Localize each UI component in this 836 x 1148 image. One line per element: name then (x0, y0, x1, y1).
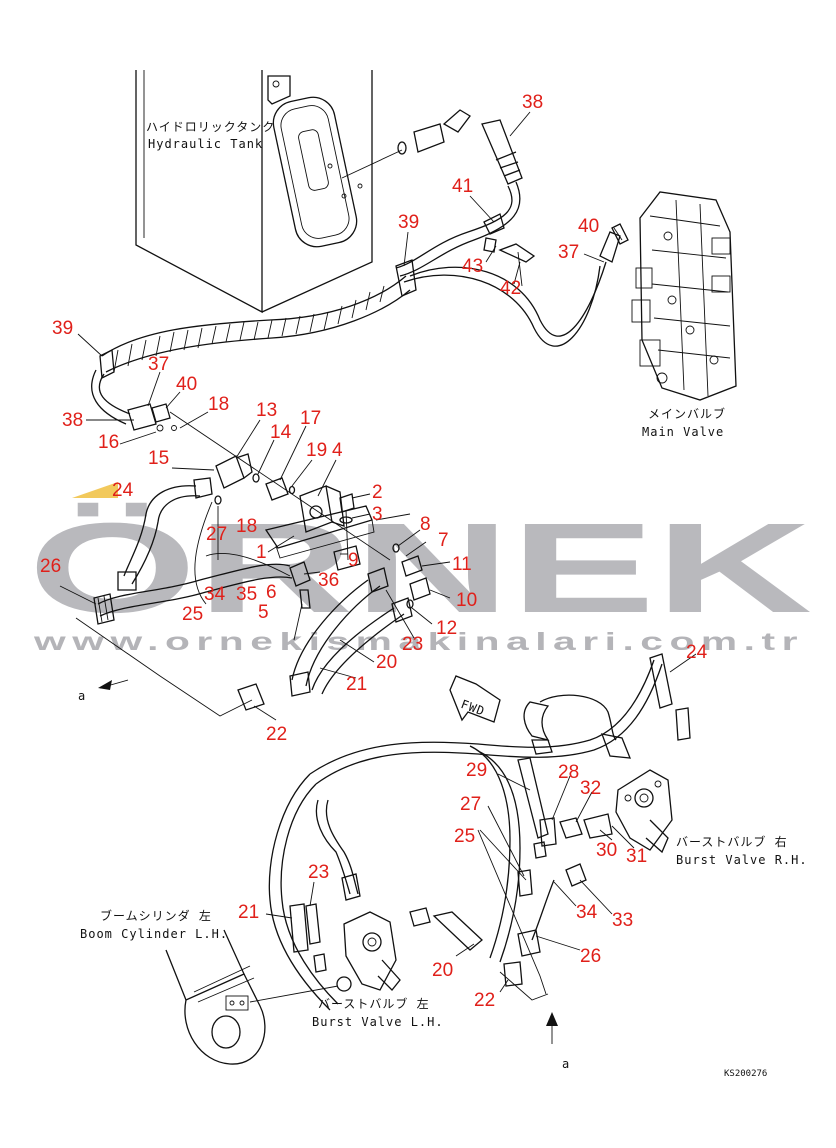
burst-rh-caption-en: Burst Valve R.H. (676, 853, 808, 867)
view-a-frame-upper: a (75, 617, 265, 717)
hose-group-middle (289, 543, 431, 697)
callout-27: 27 (460, 794, 481, 815)
callout-37: 37 (148, 354, 169, 375)
rh-fittings (477, 757, 613, 995)
drawing-number: KS200276 (724, 1069, 767, 1079)
lower-hoses (268, 653, 691, 1011)
callout-6: 6 (266, 582, 277, 603)
boom-caption-en: Boom Cylinder L.H. (80, 927, 228, 941)
callout-34: 34 (576, 902, 598, 923)
callout-30: 30 (596, 840, 617, 861)
callout-41: 41 (452, 176, 473, 197)
callout-25: 25 (182, 604, 203, 625)
fwd-arrow: FWD (449, 675, 501, 723)
callout-26: 26 (580, 946, 601, 967)
callout-20: 20 (432, 960, 453, 981)
burst-lh-caption-jp: バーストバルブ 左 (318, 996, 430, 1011)
callout-5: 5 (258, 602, 269, 623)
callout-7: 7 (438, 530, 449, 551)
callout-20: 20 (376, 652, 397, 673)
callout-39: 39 (52, 318, 73, 339)
tank-caption-jp: ハイドロリックタンク (146, 120, 275, 134)
main-valve-caption-en: Main Valve (642, 425, 724, 439)
burst-rh-caption-jp: バーストバルブ 右 (676, 834, 788, 849)
callout-18: 18 (208, 394, 229, 415)
callout-12: 12 (436, 618, 457, 639)
tank-caption-en: Hydraulic Tank (148, 137, 263, 151)
callout-14: 14 (270, 422, 292, 443)
burst-lh-caption-en: Burst Valve L.H. (312, 1015, 444, 1029)
callout-31: 31 (626, 846, 647, 867)
callout-40: 40 (176, 374, 197, 395)
callout-15: 15 (148, 448, 169, 469)
callout-25: 25 (454, 826, 475, 847)
callout-42: 42 (500, 278, 521, 299)
callout-2: 2 (372, 482, 383, 503)
callout-11: 11 (452, 554, 472, 575)
bracket-assembly (215, 453, 411, 571)
leader-lines (77, 111, 697, 993)
view-a-label-top: a (78, 689, 86, 703)
main-valve-caption-jp: メインバルブ (648, 406, 726, 421)
tank-fittings (341, 109, 536, 287)
callout-34: 34 (204, 584, 226, 605)
callout-35: 35 (236, 584, 257, 605)
callout-39: 39 (398, 212, 419, 233)
watermark-accent (72, 482, 118, 498)
boom-cylinder: ブームシリンダ 左 Boom Cylinder L.H. (80, 908, 339, 1065)
callout-9: 9 (348, 550, 359, 571)
callout-24: 24 (686, 642, 708, 663)
callout-3: 3 (372, 504, 383, 525)
callout-19: 19 (306, 440, 327, 461)
callout-13: 13 (256, 400, 277, 421)
callout-40: 40 (578, 216, 599, 237)
left-fittings (127, 403, 391, 561)
hose-group-upper (59, 477, 311, 625)
callout-4: 4 (332, 440, 343, 461)
callout-23: 23 (402, 634, 423, 655)
callout-23: 23 (308, 862, 329, 883)
hydraulic-tank: ハイドロリックタンク Hydraulic Tank (135, 70, 373, 314)
callout-28: 28 (558, 762, 579, 783)
watermark: ÖRNEK www.ornekismakinalari.com.tr (28, 482, 812, 656)
callout-38: 38 (62, 410, 83, 431)
hose-to-main-valve (403, 223, 629, 347)
callout-1: 1 (256, 542, 267, 563)
callout-33: 33 (612, 910, 633, 931)
view-a-frame-lower: a KS200276 (499, 971, 767, 1079)
hose-spiral-guard (91, 259, 417, 425)
callout-8: 8 (420, 514, 431, 535)
callout-29: 29 (466, 760, 487, 781)
callout-37: 37 (558, 242, 579, 263)
boom-caption-jp: ブームシリンダ 左 (100, 908, 212, 923)
callout-21: 21 (346, 674, 367, 695)
callout-22: 22 (266, 724, 287, 745)
burst-valve-rh: バーストバルブ 右 Burst Valve R.H. (615, 769, 808, 867)
burst-valve-lh: バーストバルブ 左 Burst Valve L.H. (289, 799, 483, 1029)
callout-17: 17 (300, 408, 321, 429)
watermark-url: www.ornekismakinalari.com.tr (32, 628, 804, 656)
callouts: 38 41 39 40 37 43 42 39 37 40 38 18 16 1… (40, 92, 708, 1011)
callout-16: 16 (98, 432, 119, 453)
callout-32: 32 (580, 778, 601, 799)
callout-24: 24 (112, 480, 134, 501)
callout-36: 36 (318, 570, 339, 591)
callout-18: 18 (236, 516, 257, 537)
view-a-label-bottom: a (562, 1057, 570, 1071)
fwd-label: FWD (459, 697, 487, 719)
main-valve: メインバルブ Main Valve (631, 191, 737, 439)
callout-10: 10 (456, 590, 477, 611)
callout-26: 26 (40, 556, 61, 577)
callout-27: 27 (206, 524, 227, 545)
callout-22: 22 (474, 990, 495, 1011)
callout-43: 43 (462, 256, 483, 277)
callout-38: 38 (522, 92, 543, 113)
callout-21: 21 (238, 902, 259, 923)
